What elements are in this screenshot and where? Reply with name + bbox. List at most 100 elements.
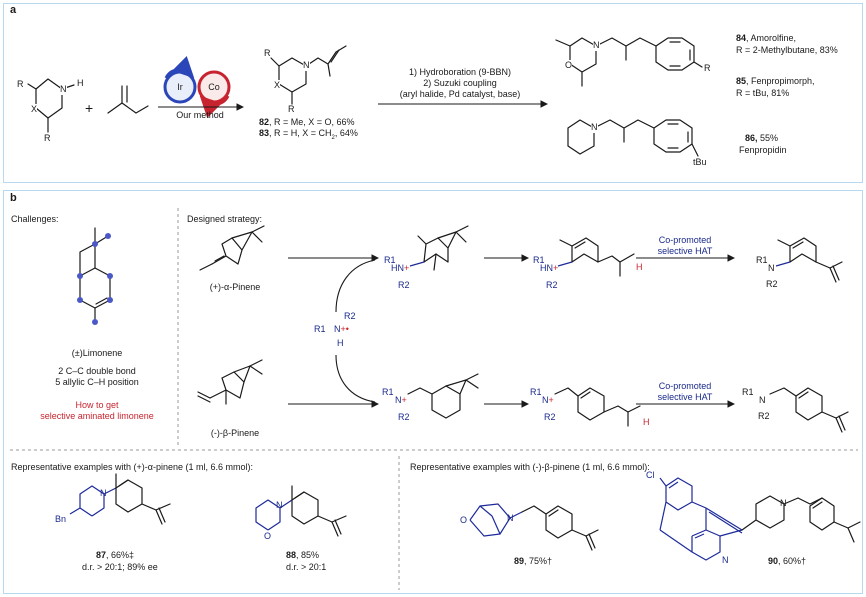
- challenge-question-2: selective aminated limonene: [40, 411, 154, 421]
- top-product-n: N: [768, 263, 775, 273]
- product-82-caption: 82, R = Me, X = O, 66%: [259, 117, 355, 127]
- hat-label-top-2: selective HAT: [657, 246, 713, 256]
- aminium-n: N+•: [334, 324, 349, 334]
- bot-int2-r1: R1: [530, 387, 542, 397]
- bot-int1-r1: R1: [382, 387, 394, 397]
- product-n: N: [303, 60, 310, 71]
- beta-examples-title: Representative examples with (-)-β-pinen…: [410, 462, 650, 472]
- product-85-caption: 85, Fenpropimorph,: [736, 76, 815, 86]
- challenge-question-1: How to get: [75, 400, 119, 410]
- top-int2-r1: R1: [533, 255, 545, 265]
- amorolfine-n: N: [593, 40, 600, 51]
- challenge-line-2: 5 allylic C–H position: [55, 377, 139, 387]
- bottom-product-r2: R2: [758, 411, 770, 421]
- ex88-detail: d.r. > 20:1: [286, 562, 327, 572]
- condition-line-1: 1) Hydroboration (9-BBN): [408, 67, 512, 77]
- product-84-detail: R = 2-Methylbutane, 83%: [736, 45, 838, 55]
- product-84-caption: 84, Amorolfine,: [736, 33, 797, 43]
- product-r-bottom: R: [288, 104, 295, 114]
- bot-int2-h: H: [643, 417, 650, 427]
- alpha-pinene-name: (+)-α-Pinene: [209, 282, 261, 292]
- limonene-name: (±)Limonene: [71, 348, 123, 358]
- ex88-n: N: [276, 500, 283, 510]
- ex89-caption: 89, 75%†: [514, 556, 553, 566]
- panel-a: [3, 3, 863, 183]
- hat-label-top-1: Co-promoted: [658, 235, 712, 245]
- top-int2-r2: R2: [546, 280, 558, 290]
- bot-int1-n: N+: [395, 395, 407, 405]
- top-int1-hn: HN+: [391, 263, 410, 273]
- bottom-product-n: N: [759, 395, 766, 405]
- ex90-caption: 90, 60%†: [768, 556, 807, 566]
- hat-label-bottom-1: Co-promoted: [658, 381, 712, 391]
- top-int1-r1: R1: [384, 255, 396, 265]
- reactant-r-top: R: [17, 79, 24, 89]
- product-83-caption: 83, R = H, X = CH2, 64%: [259, 128, 358, 141]
- ex87-detail: d.r. > 20:1; 89% ee: [82, 562, 158, 572]
- reactant-n: N: [60, 84, 67, 95]
- reactant-h: H: [77, 78, 84, 88]
- bot-int2-r2: R2: [544, 412, 556, 422]
- top-product-r2: R2: [766, 279, 778, 289]
- reactant-x: X: [31, 104, 38, 115]
- co-catalyst-label: Co: [208, 82, 220, 92]
- product-85-detail: R = tBu, 81%: [736, 88, 790, 98]
- bot-int2-n: N+: [542, 395, 554, 405]
- alpha-examples-title: Representative examples with (+)-α-pinen…: [11, 462, 254, 472]
- ex87-n: N: [100, 488, 107, 498]
- fenpropidin-tbu: tBu: [693, 157, 707, 167]
- ex87-bn: Bn: [55, 514, 67, 524]
- amorolfine-o: O: [565, 60, 573, 71]
- condition-line-2: 2) Suzuki coupling: [423, 78, 497, 88]
- strategy-title: Designed strategy:: [187, 214, 263, 224]
- ex87-caption: 87, 66%‡: [96, 550, 135, 560]
- product-86-name: Fenpropidin: [739, 145, 787, 155]
- product-x: X: [274, 80, 281, 91]
- aminium-h: H: [337, 338, 344, 348]
- ex89-n: N: [507, 513, 514, 523]
- challenge-line-1: 2 C–C double bond: [58, 366, 136, 376]
- top-int1-r2: R2: [398, 280, 410, 290]
- bot-int1-r2: R2: [398, 412, 410, 422]
- bottom-product-r1: R1: [742, 387, 754, 397]
- panel-b: [3, 190, 863, 594]
- plus-sign: +: [85, 100, 94, 116]
- top-int2-h: H: [636, 262, 643, 272]
- panel-a-label: a: [10, 4, 17, 16]
- ex88-caption: 88, 85%: [286, 550, 320, 560]
- ex90-cl: Cl: [646, 470, 655, 480]
- product-r-top: R: [264, 48, 271, 58]
- panel-b-label: b: [10, 192, 17, 204]
- aminium-r2: R2: [344, 311, 356, 321]
- top-int2-hn: HN+: [540, 263, 559, 273]
- ex89-o: O: [460, 515, 468, 525]
- amorolfine-r: R: [704, 63, 711, 73]
- ex88-o: O: [264, 531, 272, 541]
- hat-label-bottom-2: selective HAT: [657, 392, 713, 402]
- beta-pinene-name: (-)-β-Pinene: [210, 428, 260, 438]
- condition-line-3: (aryl halide, Pd catalyst, base): [399, 89, 521, 99]
- aminium-r1: R1: [314, 324, 326, 334]
- ex90-n-piperidine: N: [780, 498, 787, 508]
- challenges-title: Challenges:: [11, 214, 59, 224]
- ex90-n-pyridine: N: [722, 555, 729, 565]
